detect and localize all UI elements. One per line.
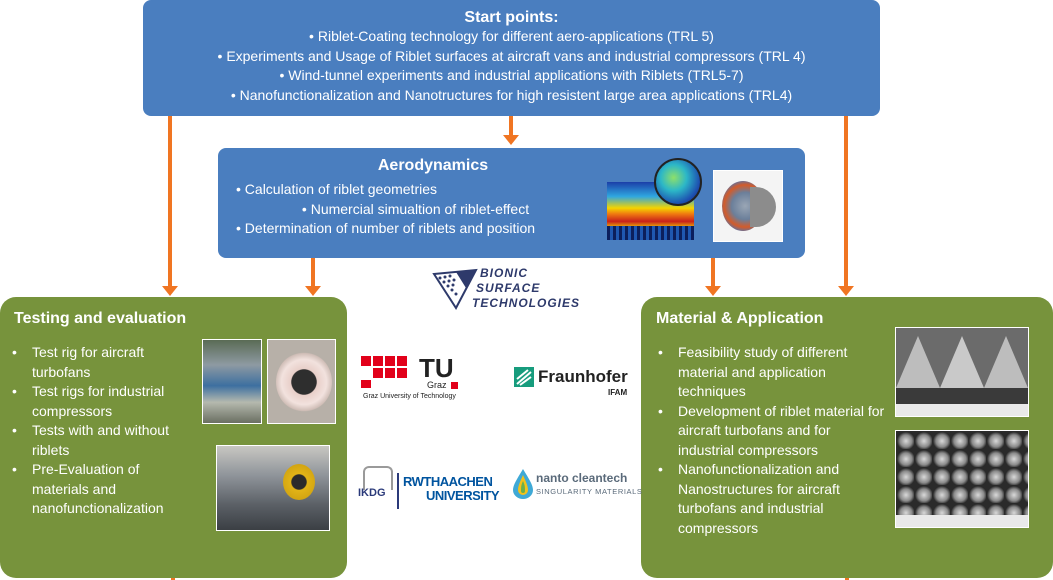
bionic-surface-technologies-logo: BIONIC SURFACE TECHNOLOGIES: [432, 266, 582, 314]
aerodynamics-item: Calculation of riblet geometries: [218, 180, 613, 200]
rwth-line-1: RWTHAACHEN: [403, 474, 493, 489]
riblet-sem-image: [895, 327, 1029, 417]
material-application-title: Material & Application: [656, 310, 824, 327]
tu-graz-logo: TU Graz Graz University of Technology: [361, 353, 471, 404]
tu-graz-name-text: Graz University of Technology: [363, 393, 456, 400]
tu-graz-red-square: [451, 382, 458, 389]
testing-item: Pre-Evaluation of materials and nanofunc…: [10, 460, 190, 519]
arrow-aero-to-testing: [305, 258, 321, 296]
aerodynamics-list: Calculation of riblet geometries Numerci…: [218, 180, 613, 239]
fraunhofer-logo: Fraunhofer IFAM: [514, 365, 632, 401]
start-point-item: Experiments and Usage of Riblet surfaces…: [143, 47, 880, 67]
material-item: Nanofunctionalization and Nanostructures…: [656, 460, 886, 538]
nanto-sub-text: SINGULARITY MATERIALS: [536, 487, 643, 496]
tu-graz-tu-text: TU: [419, 353, 454, 383]
rwth-aachen-logo: RWTHAACHEN UNIVERSITY: [403, 474, 503, 506]
aerodynamics-title: Aerodynamics: [377, 157, 489, 174]
rwth-line-2: UNIVERSITY: [426, 488, 500, 503]
material-application-box: Material & Application Feasibility study…: [641, 297, 1053, 578]
turbofan-photo: [267, 339, 336, 424]
start-point-item: Nanofunctionalization and Nanotructures …: [143, 86, 880, 106]
start-points-box: Start points: Riblet-Coating technology …: [143, 0, 880, 116]
material-item: Feasibility study of different material …: [656, 343, 886, 402]
ikdg-logo: IKDG: [357, 466, 395, 508]
testing-evaluation-list: Test rig for aircraft turbofans Test rig…: [10, 343, 190, 519]
start-points-title: Start points:: [464, 9, 559, 26]
start-point-item: Riblet-Coating technology for different …: [143, 27, 880, 47]
ikdg-logo-frame: [363, 466, 393, 490]
aerodynamics-item: Determination of number of riblets and p…: [218, 219, 613, 239]
start-points-list: Riblet-Coating technology for different …: [143, 27, 880, 105]
arrow-start-to-aero: [503, 116, 519, 145]
fraunhofer-ifam-text: IFAM: [608, 388, 628, 397]
arrow-start-to-testing: [162, 116, 178, 296]
material-application-list: Feasibility study of different material …: [656, 343, 886, 538]
testing-evaluation-box: Testing and evaluation Test rig for airc…: [0, 297, 347, 578]
aerodynamics-item: Numercial simualtion of riblet-effect: [218, 200, 613, 220]
compressor-photo: [216, 445, 330, 531]
nanto-cleantech-logo: nanto cleantech SINGULARITY MATERIALS: [513, 467, 642, 501]
arrow-start-to-material: [838, 116, 854, 296]
nanoparticle-sem-image: [895, 430, 1029, 528]
testing-item: Test rigs for industrial compressors: [10, 382, 190, 421]
turbine-simulation-image: [713, 170, 783, 242]
bionic-logo-line: SURFACE: [476, 281, 541, 295]
cfd-detail-circle: [654, 158, 702, 206]
ikdg-rwth-divider: [397, 473, 399, 509]
nanto-text: nanto cleantech: [536, 471, 628, 485]
aerodynamics-box: Aerodynamics Calculation of riblet geome…: [218, 148, 805, 258]
material-item: Development of riblet material for aircr…: [656, 402, 886, 461]
fraunhofer-text: Fraunhofer: [538, 367, 628, 386]
ikdg-text: IKDG: [358, 487, 386, 499]
arrow-aero-to-material: [705, 258, 721, 296]
start-point-item: Wind-tunnel experiments and industrial a…: [143, 66, 880, 86]
testing-item: Test rig for aircraft turbofans: [10, 343, 190, 382]
cfd-simulation-image: [607, 182, 694, 240]
testing-evaluation-title: Testing and evaluation: [14, 310, 187, 327]
test-rig-photo: [202, 339, 262, 424]
tu-graz-city-text: Graz: [427, 380, 447, 390]
testing-item: Tests with and without riblets: [10, 421, 190, 460]
bionic-logo-line: TECHNOLOGIES: [472, 296, 581, 310]
bionic-logo-line: BIONIC: [480, 266, 528, 280]
